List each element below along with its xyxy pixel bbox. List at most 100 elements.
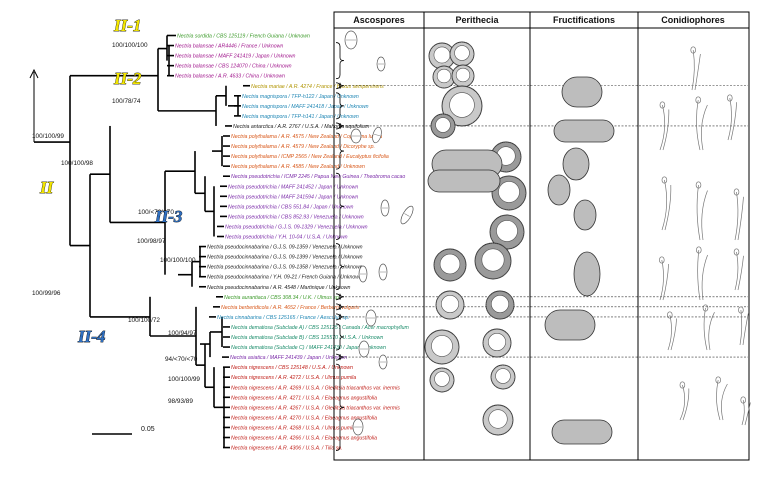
row-connectors [345, 85, 748, 358]
taxon-label: Nectria polythalama / ICMP 2565 / New Ze… [231, 154, 389, 160]
perithecium-drawing [424, 329, 460, 365]
fructification-drawing [544, 309, 596, 341]
support-value: 94/<70/<70 [165, 356, 198, 363]
taxon-label: Nectria dematiosa (Subclade A) / CBS 125… [231, 325, 409, 331]
taxon-label: Nectria pseudotrichia / MAFF 241594 / Ja… [228, 194, 358, 200]
taxon-label: Nectria pseudotrichia / ICMP 2245 / Papu… [231, 174, 405, 180]
conidiophore-drawing [661, 176, 672, 231]
ascospore-drawing [358, 265, 368, 283]
taxon-label: Nectria nigrescens / A.R. 4270 / U.S.A. … [231, 415, 377, 421]
support-value: 100/<70/<70 [138, 209, 174, 216]
column-header-perithecia: Perithecia [455, 15, 499, 25]
fructification-drawing [553, 119, 615, 143]
conidiophore-drawing [679, 381, 690, 421]
conidiophore-drawing [740, 396, 751, 426]
taxon-label: Nectria aurantiaca / CBS 308.34 / U.K. /… [224, 295, 340, 301]
conidiophore-drawing [702, 304, 715, 351]
taxon-label: Nectria pseudotrichia / Y.H. 10-04 / U.S… [225, 235, 348, 241]
perithecium-drawing [451, 64, 475, 88]
taxon-label: Nectria nigrescens / A.R. 4268 / U.S.A. … [231, 425, 356, 431]
taxon-label: Nectria nigrescens / A.R. 4306 / U.S.A. … [231, 446, 343, 452]
ascospore-drawing [365, 309, 377, 327]
taxon-label: Nectria pseudocinnabarina / G.J.S. 09-13… [207, 265, 363, 271]
column-header-ascospores: Ascospores [353, 15, 405, 25]
support-value: 100/98/97 [137, 238, 166, 245]
clade-label: II [39, 178, 55, 197]
fructification-drawing [427, 169, 501, 193]
taxon-label: Nectria balansae / CBS 124070 / China / … [175, 64, 292, 70]
taxon-label: Nectria nigrescens / A.R. 4266 / U.S.A. … [231, 436, 377, 442]
scale-bar-label: 0.05 [141, 426, 155, 433]
taxon-label: Nectria polythalama / A.R. 4575 / New Ze… [231, 134, 382, 140]
taxon-label: Nectria pseudocinnabarina / A.R. 4548 / … [207, 285, 351, 291]
perithecium-drawing [429, 367, 455, 393]
clade-label: II-3 [154, 207, 183, 226]
taxon-label: Nectria asiatica / MAFF 241439 / Japan /… [230, 355, 347, 361]
support-values: 100/100/100100/78/74100/100/99100/100/98… [32, 42, 200, 405]
conidiophore-drawing [659, 256, 669, 301]
support-value: 100/100/98 [61, 160, 93, 167]
conidiophore-drawing [695, 96, 708, 151]
taxon-label: Nectria nigrescens / CBS 125148 / U.S.A.… [231, 365, 353, 371]
taxon-label: Nectria pseudotrichia / G.J.S. 09-1329 /… [225, 224, 368, 230]
taxon-label: Nectria sordida / CBS 125119 / French Gu… [177, 34, 310, 40]
perithecium-drawing [482, 404, 514, 436]
conidiophore-drawing [659, 101, 670, 151]
taxon-label: Nectria pseudocinnabarina / G.J.S. 09-13… [207, 255, 363, 261]
clade-label: II-1 [113, 16, 141, 35]
perithecium-drawing [430, 113, 456, 139]
taxon-label: Nectria nigrescens / A.R. 4267 / U.S.A. … [231, 405, 400, 411]
clade-label: II-2 [113, 69, 142, 88]
ascospore-drawing [378, 354, 388, 370]
taxon-label: Nectria pseudocinnabarina / G.J.S. 09-13… [207, 245, 363, 251]
fructification-drawing [573, 251, 601, 297]
perithecium-drawing [490, 364, 516, 390]
ascospore-drawing [372, 126, 382, 144]
ascospore-drawing [352, 418, 364, 436]
taxon-label: Nectria balansae / MAFF 241419 / Japan /… [175, 54, 296, 60]
perithecium-drawing [482, 328, 512, 358]
fructification-drawing [561, 76, 603, 108]
conidiophore-drawing [667, 311, 677, 351]
perithecium-drawing [441, 85, 483, 127]
fructification-drawing [547, 174, 571, 206]
fructification-drawing [562, 147, 590, 181]
taxon-label: Nectria polythalama / A.R. 4579 / New Ze… [231, 144, 375, 150]
conidiophore-drawing [733, 248, 744, 291]
perithecium-drawing [449, 41, 475, 67]
ascospore-drawing [376, 56, 386, 72]
conidiophore-drawing [715, 376, 728, 421]
support-value: 100/100/99 [168, 376, 200, 383]
root-arrow [29, 68, 39, 142]
perithecium-drawing [428, 42, 456, 70]
ascospore-drawing [358, 340, 370, 358]
morphology-drawings [344, 30, 751, 445]
taxon-label: Nectria pseudotrichia / MAFF 241452 / Ja… [228, 184, 358, 190]
taxon-label: Nectria magnispora / TFP-h141 / Japan / … [242, 114, 359, 120]
conidiophore-drawing [727, 94, 737, 141]
clade-label: II-4 [77, 327, 105, 346]
taxon-label: Nectria antarctica / A.R. 2767 / U.S.A. … [233, 124, 370, 130]
clade-labels: II-1II-2II-3II-4 II [39, 16, 184, 347]
ascospore-drawing [400, 205, 414, 225]
taxon-label: Nectria magnispora / MAFF 241418 / Japan… [242, 104, 369, 110]
conidiophore-drawing [695, 181, 708, 241]
perithecium-drawing [489, 214, 525, 250]
scale-bar: 0.05 [92, 426, 155, 435]
ascospore-drawing [380, 199, 390, 217]
support-value: 100/99/96 [32, 290, 61, 297]
conidiophore-drawing [696, 246, 708, 301]
ascospore-drawing [344, 30, 358, 50]
ascospore-drawing [350, 128, 362, 144]
perithecium-drawing [433, 248, 467, 282]
taxon-label: Nectria nigrescens / A.R. 4272 / U.S.A. … [231, 375, 356, 381]
fructification-drawing [551, 419, 613, 445]
taxon-label: Nectria polythalama / A.R. 4585 / New Ze… [231, 164, 365, 170]
perithecium-drawing [491, 175, 527, 211]
taxon-label: Nectria pseudotrichia / CBS 852.93 / Ven… [228, 214, 364, 220]
fructification-drawing [573, 199, 597, 231]
conidiophore-drawing [690, 46, 701, 91]
taxon-label: Nectria balansae / AR4446 / France / Unk… [175, 44, 283, 50]
support-value: 100/94/97 [168, 330, 197, 337]
